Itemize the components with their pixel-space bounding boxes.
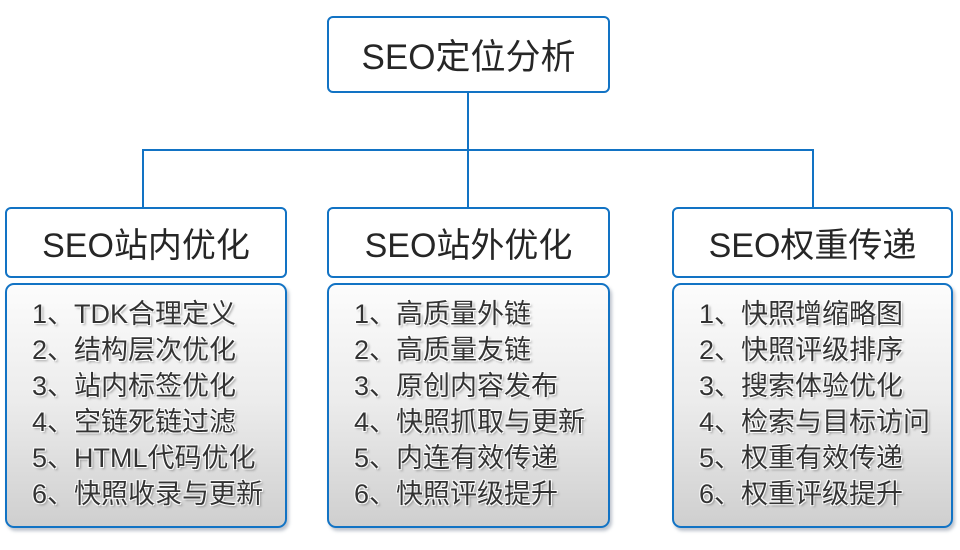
list-item: 2、快照评级排序: [699, 335, 904, 365]
list-item: 5、权重有效传递: [699, 443, 904, 473]
list-item: 5、内连有效传递: [354, 443, 559, 473]
list-item: 2、结构层次优化: [32, 335, 237, 365]
connector-horizontal: [142, 149, 814, 151]
branch-header-weight: SEO权重传递: [672, 207, 953, 278]
list-item: 4、快照抓取与更新: [354, 407, 586, 437]
branch-column-offsite: SEO站外优化 1、高质量外链 2、高质量友链 3、原创内容发布 4、快照抓取与…: [327, 207, 610, 528]
root-node: SEO定位分析: [327, 16, 610, 93]
branch-column-onsite: SEO站内优化 1、TDK合理定义 2、结构层次优化 3、站内标签优化 4、空链…: [5, 207, 287, 528]
list-item: 1、高质量外链: [354, 299, 532, 329]
branch-header-label: SEO站外优化: [364, 227, 573, 265]
list-item: 4、检索与目标访问: [699, 407, 931, 437]
branch-item-list: 1、TDK合理定义 2、结构层次优化 3、站内标签优化 4、空链死链过滤 5、H…: [32, 296, 285, 512]
branch-header-offsite: SEO站外优化: [327, 207, 610, 278]
connector-right-vertical: [812, 149, 814, 207]
list-item: 3、原创内容发布: [354, 371, 559, 401]
list-item: 2、高质量友链: [354, 335, 532, 365]
branch-list-offsite: 1、高质量外链 2、高质量友链 3、原创内容发布 4、快照抓取与更新 5、内连有…: [327, 283, 610, 528]
list-item: 3、搜索体验优化: [699, 371, 904, 401]
branch-header-label: SEO站内优化: [42, 227, 250, 265]
list-item: 6、权重评级提升: [699, 479, 904, 509]
connector-left-vertical: [142, 149, 144, 207]
connector-middle-vertical: [467, 149, 469, 207]
branch-item-list: 1、高质量外链 2、高质量友链 3、原创内容发布 4、快照抓取与更新 5、内连有…: [354, 296, 608, 512]
list-item: 3、站内标签优化: [32, 371, 237, 401]
branch-header-onsite: SEO站内优化: [5, 207, 287, 278]
branch-list-weight: 1、快照增缩略图 2、快照评级排序 3、搜索体验优化 4、检索与目标访问 5、权…: [672, 283, 953, 528]
list-item: 5、HTML代码优化: [32, 443, 256, 473]
list-item: 6、快照收录与更新: [32, 479, 264, 509]
list-item: 1、快照增缩略图: [699, 299, 904, 329]
list-item: 4、空链死链过滤: [32, 407, 237, 437]
branch-header-label: SEO权重传递: [708, 227, 917, 265]
list-item: 6、快照评级提升: [354, 479, 559, 509]
branch-list-onsite: 1、TDK合理定义 2、结构层次优化 3、站内标签优化 4、空链死链过滤 5、H…: [5, 283, 287, 528]
branch-item-list: 1、快照增缩略图 2、快照评级排序 3、搜索体验优化 4、检索与目标访问 5、权…: [699, 296, 951, 512]
branch-column-weight: SEO权重传递 1、快照增缩略图 2、快照评级排序 3、搜索体验优化 4、检索与…: [672, 207, 953, 528]
root-node-label: SEO定位分析: [361, 38, 576, 77]
connector-root-vertical: [467, 92, 469, 150]
list-item: 1、TDK合理定义: [32, 299, 237, 329]
